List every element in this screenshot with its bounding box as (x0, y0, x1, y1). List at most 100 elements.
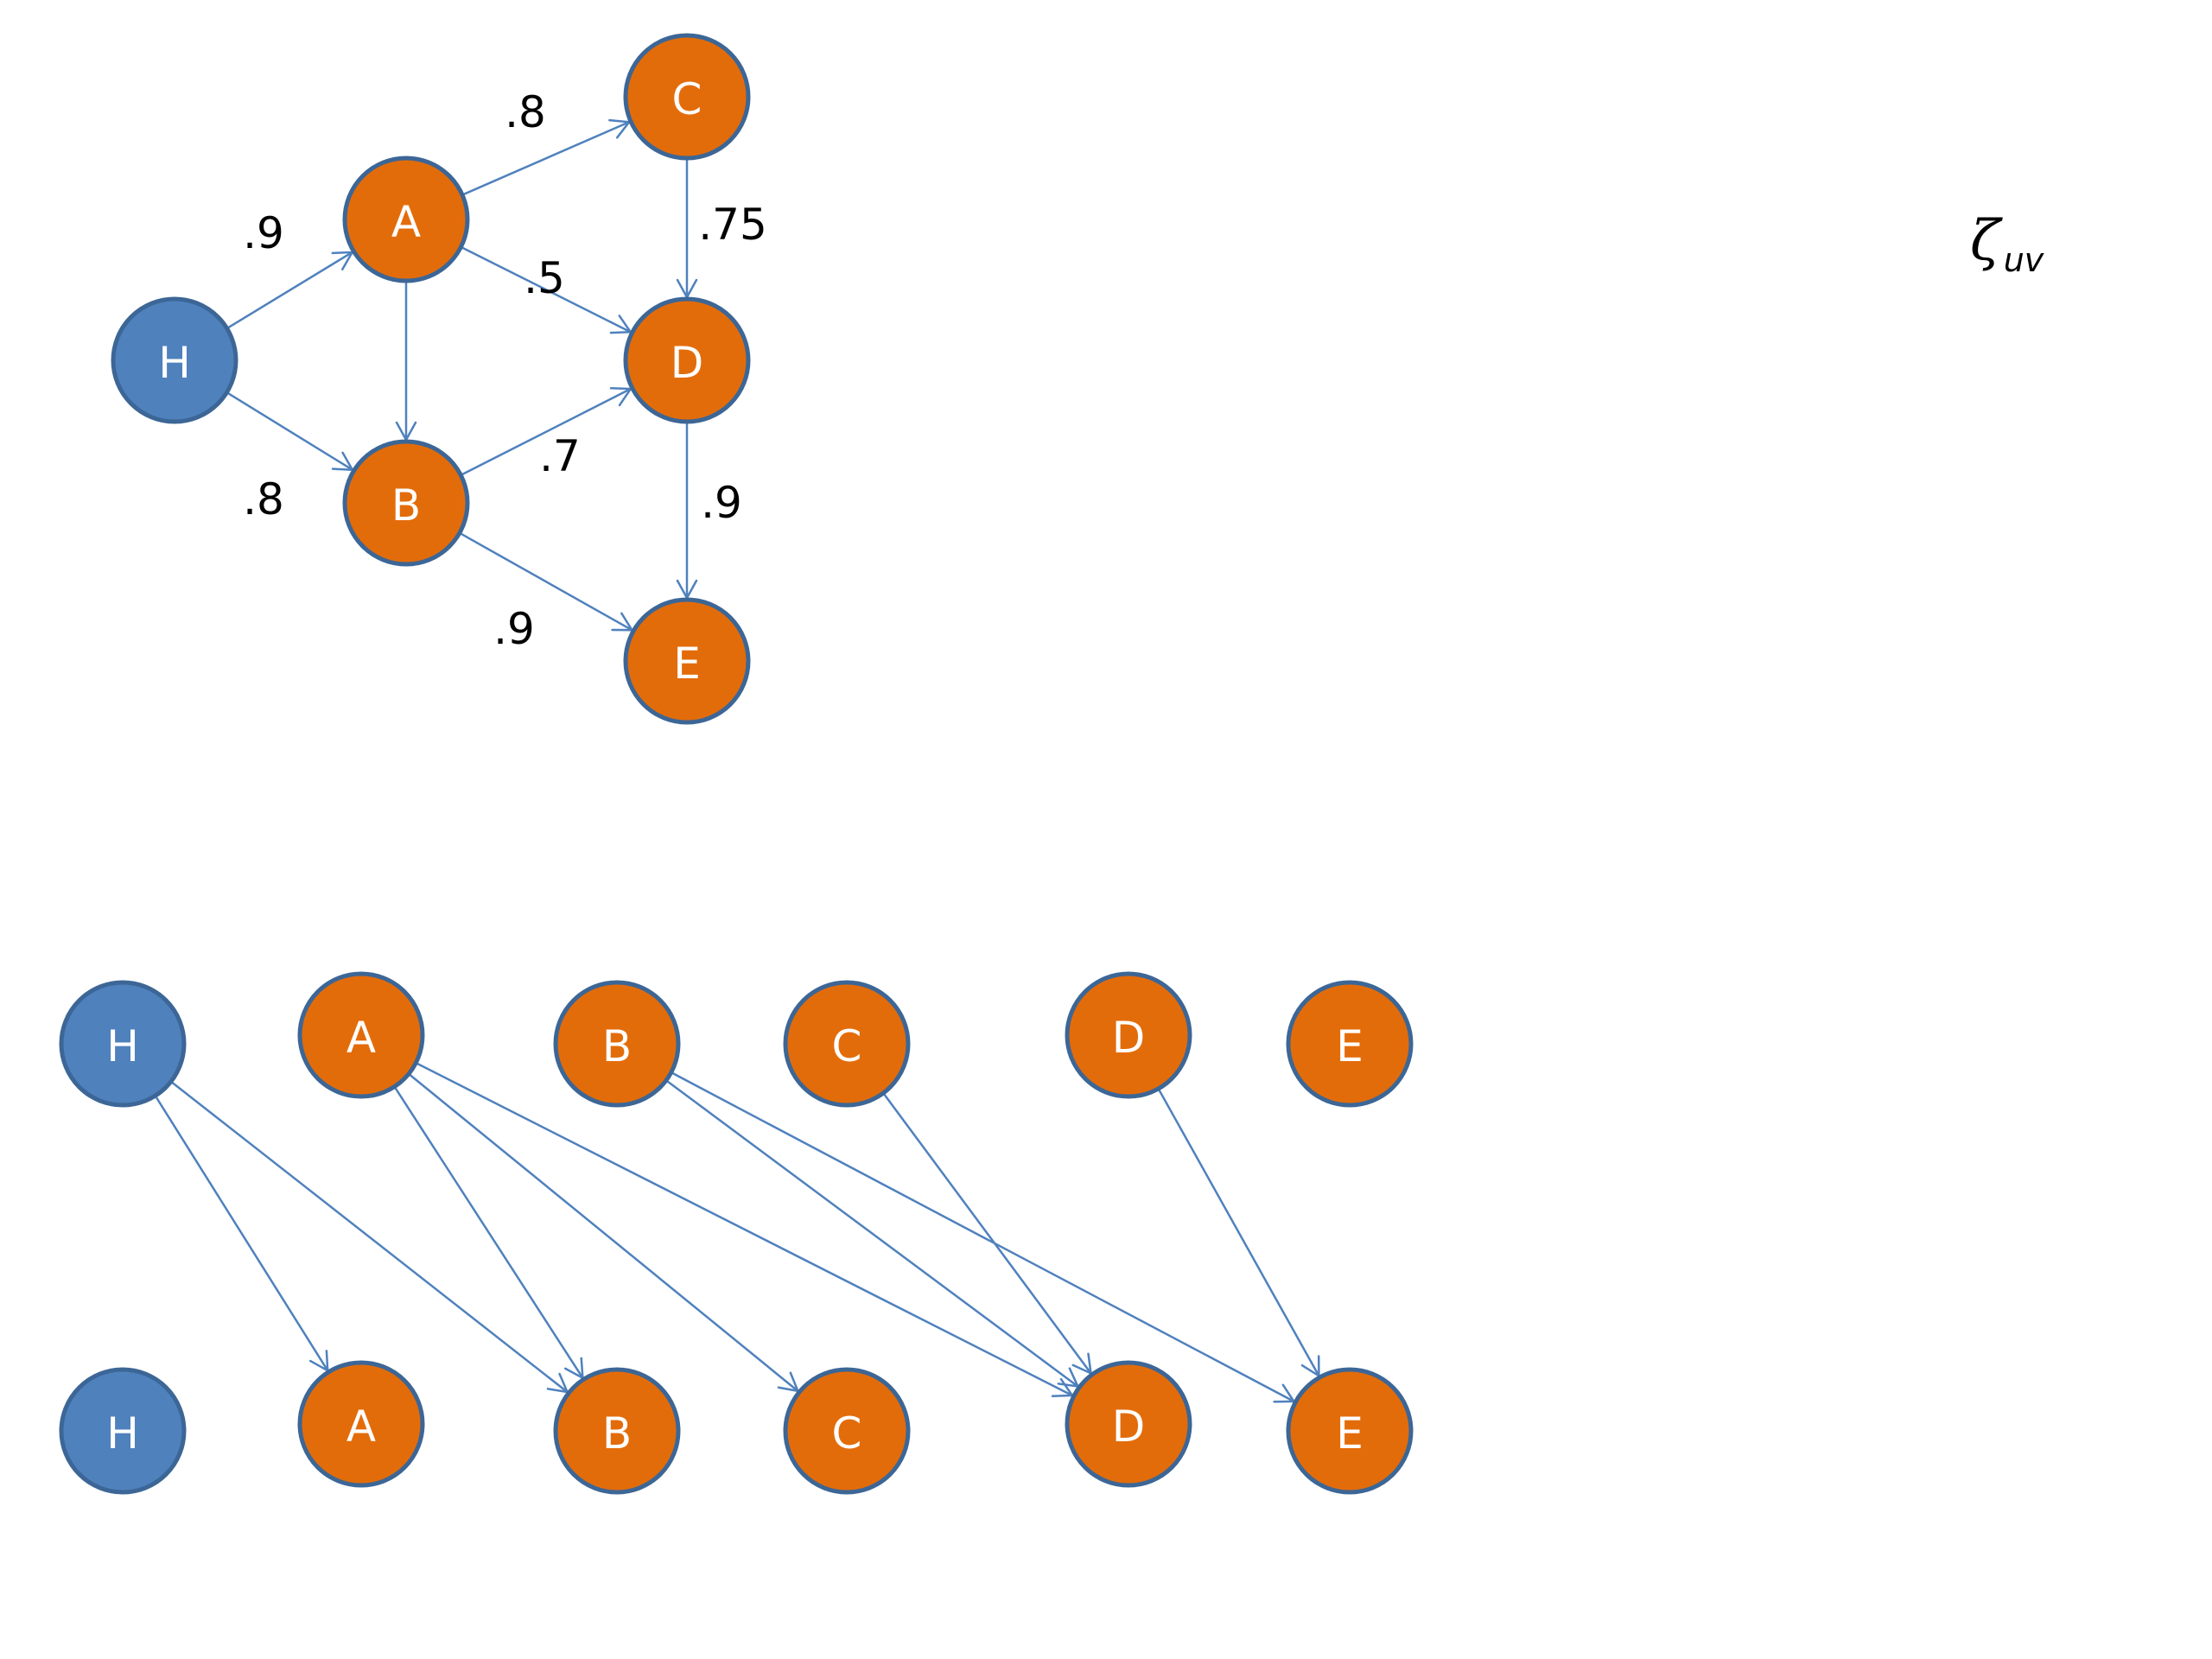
bipartite-edge-b-d (665, 1079, 1080, 1389)
zeta-symbol: ζ (1970, 209, 2003, 273)
bottom-row-node-h: H (59, 1367, 187, 1495)
node-label: B (391, 480, 421, 531)
node-label: B (602, 1021, 632, 1071)
bottom-row-node-a: A (297, 1360, 425, 1488)
edge-line (415, 1061, 1073, 1397)
node-circle (111, 296, 238, 424)
node-circle (623, 33, 751, 161)
node-label: D (671, 338, 704, 388)
edge-line (1157, 1088, 1320, 1376)
edge-d-e (676, 422, 698, 601)
bottom-row-node-e: E (1286, 1367, 1414, 1495)
edge-weight-h-a: .9 (243, 208, 284, 258)
graph-node-e: E (623, 597, 751, 725)
node-label: E (1336, 1408, 1363, 1459)
node-label: D (1112, 1013, 1146, 1063)
node-label: D (1112, 1402, 1146, 1452)
edge-c-d (676, 158, 698, 300)
node-label: C (832, 1021, 862, 1071)
node-label: H (158, 338, 191, 388)
edge-a-b (395, 281, 417, 442)
graph-node-b: B (342, 439, 470, 567)
edge-line (882, 1092, 1092, 1375)
edge-weight-d-e: .9 (701, 478, 742, 528)
edge-b-e (459, 531, 634, 632)
edge-line (460, 387, 632, 476)
edge-h-b (226, 391, 355, 472)
node-label: C (832, 1408, 862, 1459)
node-circle (553, 980, 681, 1108)
bottom-row-node-d: D (1065, 1360, 1192, 1488)
node-circle (783, 1367, 911, 1495)
edge-line (461, 121, 630, 196)
node-circle (1065, 1360, 1192, 1488)
zeta-subscript: uv (2004, 241, 2044, 279)
edge-weight-c-d: .75 (698, 200, 767, 250)
node-label: A (346, 1013, 376, 1063)
edge-line (671, 1071, 1295, 1403)
bipartite-edges (154, 1061, 1320, 1403)
graph-node-d: D (623, 296, 751, 424)
weighted-graph: .9 .8 .8 .5 .7 .9 .75 .9 H A B C D E (111, 33, 767, 725)
node-circle (297, 971, 425, 1099)
node-circle (623, 296, 751, 424)
node-label: B (602, 1408, 632, 1459)
bottom-row-node-c: C (783, 1367, 911, 1495)
bipartite-edge-a-c (408, 1072, 800, 1393)
edge-weight-b-e: .9 (493, 604, 535, 654)
weighted-graph-nodes: H A B C D E (111, 33, 751, 725)
node-circle (297, 1360, 425, 1488)
edge-h-a (226, 251, 354, 330)
edge-line (460, 245, 632, 334)
top-row-node-e: E (1286, 980, 1414, 1108)
top-row-node-d: D (1065, 971, 1192, 1099)
graph-node-a: A (342, 156, 470, 283)
bipartite-edge-c-d (882, 1092, 1093, 1376)
node-circle (59, 1367, 187, 1495)
node-label: H (106, 1021, 139, 1071)
node-label: H (106, 1408, 139, 1459)
top-row-node-a: A (297, 971, 425, 1099)
node-label: A (346, 1402, 376, 1452)
edge-weight-a-c: .8 (505, 87, 546, 137)
node-label: C (672, 74, 702, 124)
edge-line (170, 1080, 569, 1393)
edge-line (154, 1095, 329, 1371)
bipartite-edge-b-e (671, 1071, 1296, 1403)
node-circle (1286, 1367, 1414, 1495)
node-label: A (391, 197, 421, 247)
graph-node-h: H (111, 296, 238, 424)
node-circle (342, 156, 470, 283)
top-row-node-h: H (59, 980, 187, 1108)
bipartite-edge-h-b (170, 1080, 569, 1394)
top-row-node-c: C (783, 980, 911, 1108)
graph-node-c: C (623, 33, 751, 161)
bipartite-edge-d-e (1157, 1088, 1320, 1378)
bipartite-graph: H A B C D E H A B C D E (59, 971, 1414, 1495)
edge-line (226, 251, 353, 330)
node-label: E (1336, 1021, 1363, 1071)
edge-line (459, 531, 633, 632)
node-circle (1286, 980, 1414, 1108)
node-circle (783, 980, 911, 1108)
node-circle (342, 439, 470, 567)
edge-weight-a-d: .5 (524, 253, 565, 303)
bottom-row-node-b: B (553, 1367, 681, 1495)
node-circle (59, 980, 187, 1108)
edge-line (226, 391, 353, 471)
edge-line (408, 1072, 799, 1392)
node-circle (1065, 971, 1192, 1099)
edge-line (665, 1079, 1079, 1388)
node-label: E (673, 639, 701, 689)
edge-weight-h-b: .8 (243, 474, 284, 524)
weighted-graph-weights: .9 .8 .8 .5 .7 .9 .75 .9 (243, 87, 767, 654)
edge-line (393, 1085, 584, 1379)
bipartite-edge-a-b (393, 1085, 584, 1380)
edge-weight-b-d: .7 (539, 431, 581, 481)
node-circle (553, 1367, 681, 1495)
node-circle (623, 597, 751, 725)
